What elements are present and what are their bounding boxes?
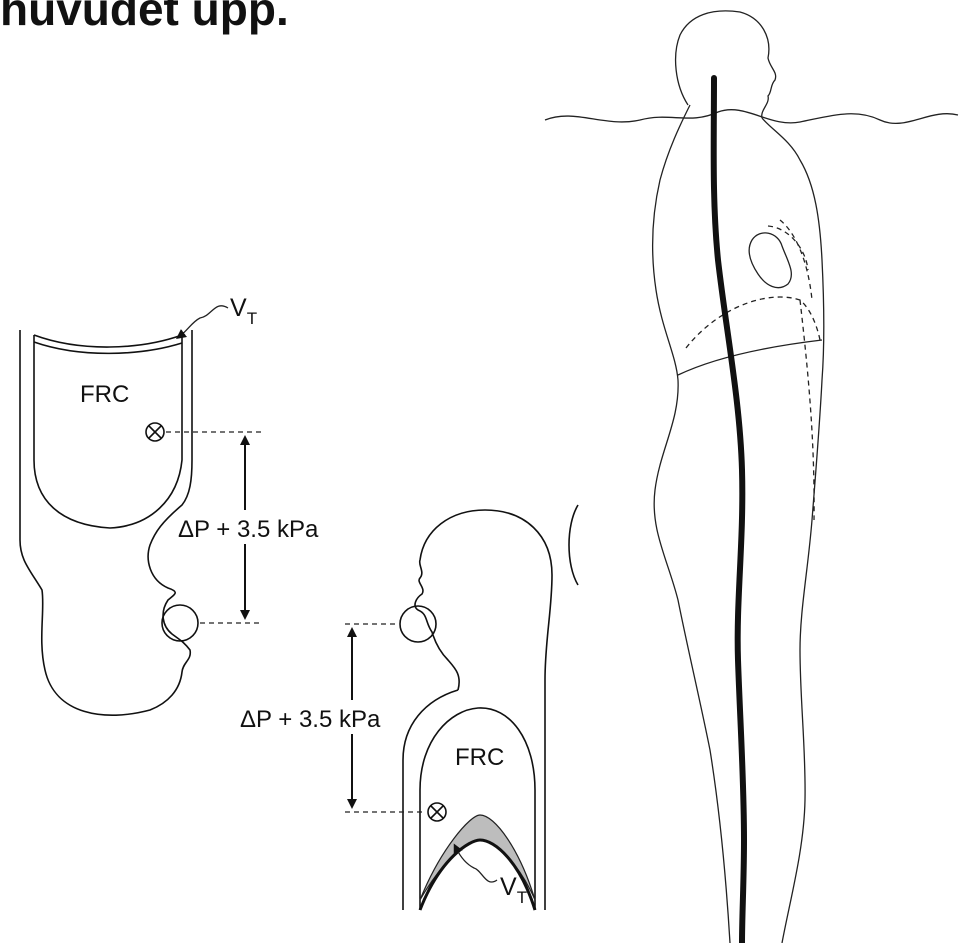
heart-icon xyxy=(749,233,791,288)
body-dashed-vertical-line xyxy=(800,300,814,520)
head-down-vt-subscript: T xyxy=(517,888,527,907)
head-down-vt-symbol: V xyxy=(500,873,517,901)
body-front-outline xyxy=(762,118,824,943)
upright-lung-cavity xyxy=(34,335,182,528)
upright-vt-subscript: T xyxy=(247,309,257,328)
head-down-pressure-label: ΔP + 3.5 kPa xyxy=(240,706,381,733)
upright-vt-label: VT xyxy=(230,294,257,328)
body-head-outline xyxy=(676,11,776,118)
immersed-body-figure xyxy=(545,11,958,943)
upright-measurement-point-icon xyxy=(146,423,164,441)
upright-frc-label: FRC xyxy=(80,381,129,408)
cropped-outline xyxy=(569,505,578,585)
head-down-figure: ΔP + 3.5 kPa FRC VT xyxy=(240,505,578,910)
upright-pressure-label: ΔP + 3.5 kPa xyxy=(178,516,319,543)
head-down-mouth-circle xyxy=(400,606,436,642)
head-down-lung-cavity xyxy=(420,708,535,910)
upright-mouth-circle xyxy=(162,605,198,641)
heart-dashed-outline xyxy=(768,226,808,270)
water-surface-line xyxy=(545,110,958,124)
body-diaphragm-line xyxy=(678,340,822,375)
upright-vt-symbol: V xyxy=(230,294,247,322)
upright-top-surface xyxy=(34,335,182,347)
head-down-measurement-point-icon xyxy=(428,803,446,821)
head-down-head-outline xyxy=(415,510,552,910)
head-down-vt-pointer xyxy=(456,848,497,882)
head-down-frc-label: FRC xyxy=(455,744,504,771)
upright-vt-pointer xyxy=(180,306,228,336)
upright-thorax-figure: FRC ΔP + 3.5 kPa VT xyxy=(20,294,340,715)
